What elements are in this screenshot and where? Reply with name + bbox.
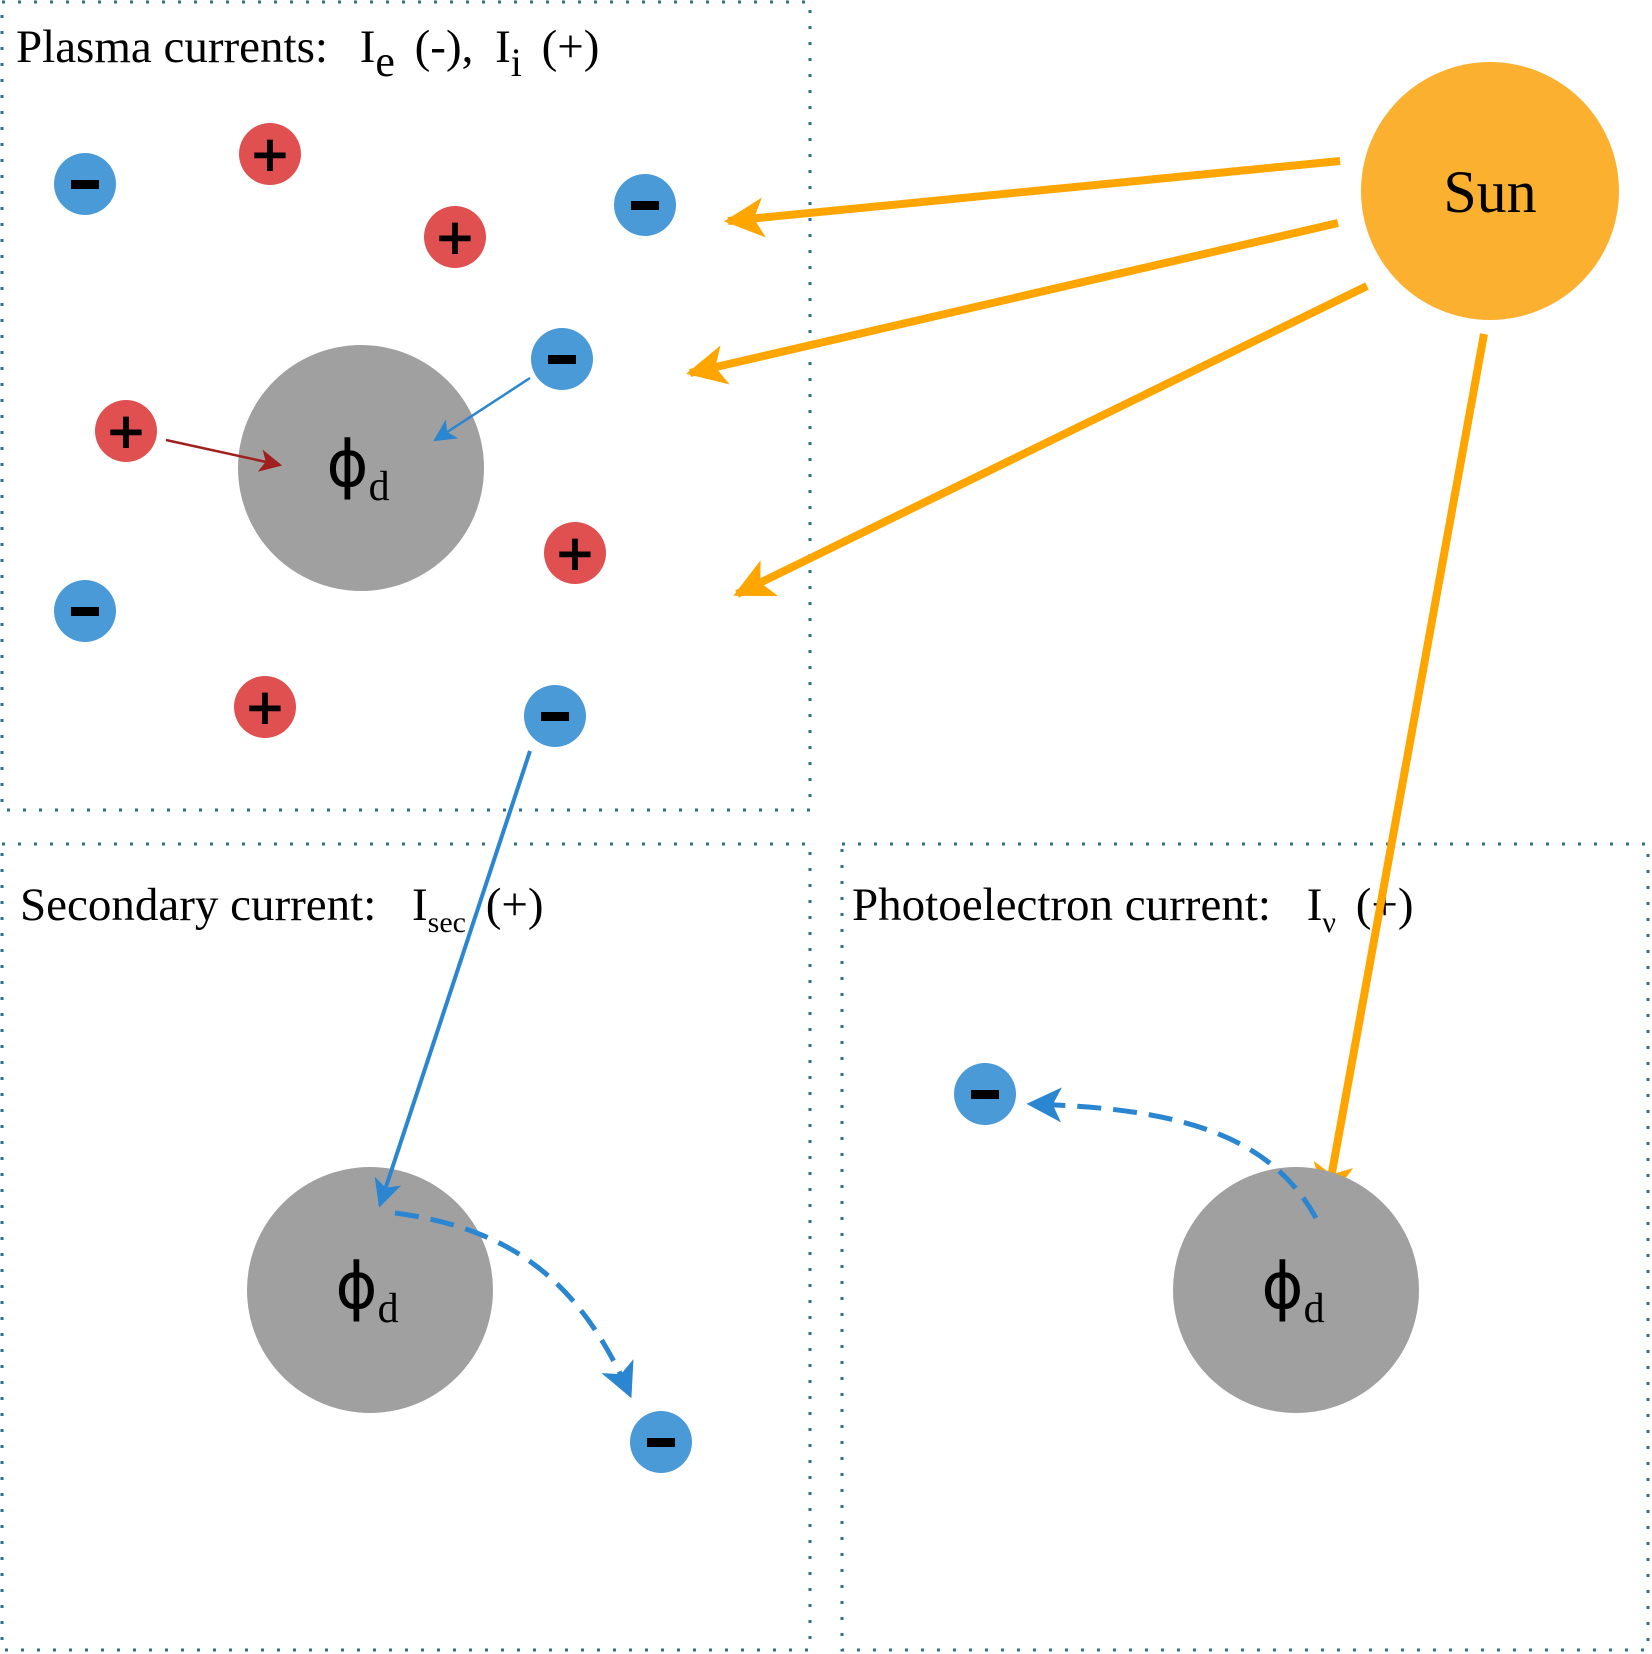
ion: + <box>424 206 486 268</box>
photo-panel-frame <box>840 842 1650 1652</box>
ion: + <box>544 522 606 584</box>
grain-photo-subscript: d <box>1304 1286 1325 1332</box>
electron <box>54 153 116 215</box>
ions: + + + + + <box>95 123 606 738</box>
electrons <box>54 153 1016 1473</box>
ion-current-symbol: I <box>495 21 511 73</box>
particle-arrows <box>165 376 1319 1399</box>
secondary-panel-frame <box>0 842 812 1652</box>
primary-electron-arrow <box>374 750 532 1208</box>
svg-text:+: + <box>434 208 476 266</box>
photoelectron <box>954 1063 1016 1125</box>
plasma-title-text: Plasma currents: <box>16 21 328 73</box>
grain-plasma: ϕd <box>238 345 484 591</box>
sun-ray-1 <box>724 157 1341 238</box>
sun-ray-4 <box>1313 333 1488 1204</box>
grain-plasma-subscript: d <box>369 464 390 510</box>
secondary-electron-path <box>394 1210 634 1399</box>
secondary-current-sign: (+) <box>486 879 544 931</box>
electron <box>531 328 593 390</box>
grain-secondary-disc <box>247 1167 493 1413</box>
secondary-current-subscript: sec <box>428 906 466 939</box>
sun-disc <box>1361 62 1619 320</box>
ion: + <box>95 400 157 462</box>
ion-current-sign: (+) <box>542 21 600 73</box>
grain-secondary-symbol: ϕ <box>335 1250 377 1324</box>
electron-current-subscript: e <box>375 37 395 86</box>
grain-photo-disc <box>1173 1167 1419 1413</box>
secondary-electron <box>630 1411 692 1473</box>
sun-rays <box>686 157 1488 1204</box>
grain-secondary-subscript: d <box>378 1286 399 1332</box>
secondary-panel-title: Secondary current: Isec (+) <box>20 879 544 943</box>
ion: + <box>234 676 296 738</box>
electron-impact-arrow <box>433 376 531 442</box>
grain-photo-symbol: ϕ <box>1261 1250 1303 1324</box>
photoelectron-path <box>1026 1087 1319 1220</box>
svg-text:+: + <box>554 524 596 582</box>
sun-label: Sun <box>1443 159 1536 225</box>
sun: Sun <box>1361 62 1619 320</box>
svg-text:+: + <box>244 678 286 736</box>
plasma-panel-title: Plasma currents: Ie (-), Ii (+) <box>16 21 599 87</box>
grain-secondary-label: ϕd <box>335 1250 398 1332</box>
ion-impact-arrow <box>165 438 283 472</box>
ion-current-subscript: i <box>511 40 522 85</box>
photo-panel-title: Photoelectron current: Iν (+) <box>852 879 1414 943</box>
grain-secondary: ϕd <box>247 1167 493 1413</box>
photo-title-text: Photoelectron current: <box>852 879 1271 931</box>
secondary-current-symbol: I <box>412 879 428 931</box>
grain-plasma-symbol: ϕ <box>326 428 368 502</box>
electron <box>614 174 676 236</box>
electron <box>54 580 116 642</box>
grain-plasma-disc <box>238 345 484 591</box>
electron-current-symbol: I <box>360 21 376 73</box>
photo-current-symbol: I <box>1307 879 1323 931</box>
electron <box>524 685 586 747</box>
electron-current-sign: (-), <box>415 21 474 73</box>
photo-current-subscript: ν <box>1322 906 1336 939</box>
grain-photo: ϕd <box>1173 1167 1419 1413</box>
grain-plasma-label: ϕd <box>326 428 389 510</box>
grain-photo-label: ϕd <box>1261 1250 1324 1332</box>
secondary-title-text: Secondary current: <box>20 879 376 931</box>
sun-ray-2 <box>686 219 1339 385</box>
ion: + <box>239 123 301 185</box>
svg-text:+: + <box>249 125 291 183</box>
svg-text:+: + <box>105 402 147 460</box>
sun-ray-3 <box>733 282 1369 598</box>
